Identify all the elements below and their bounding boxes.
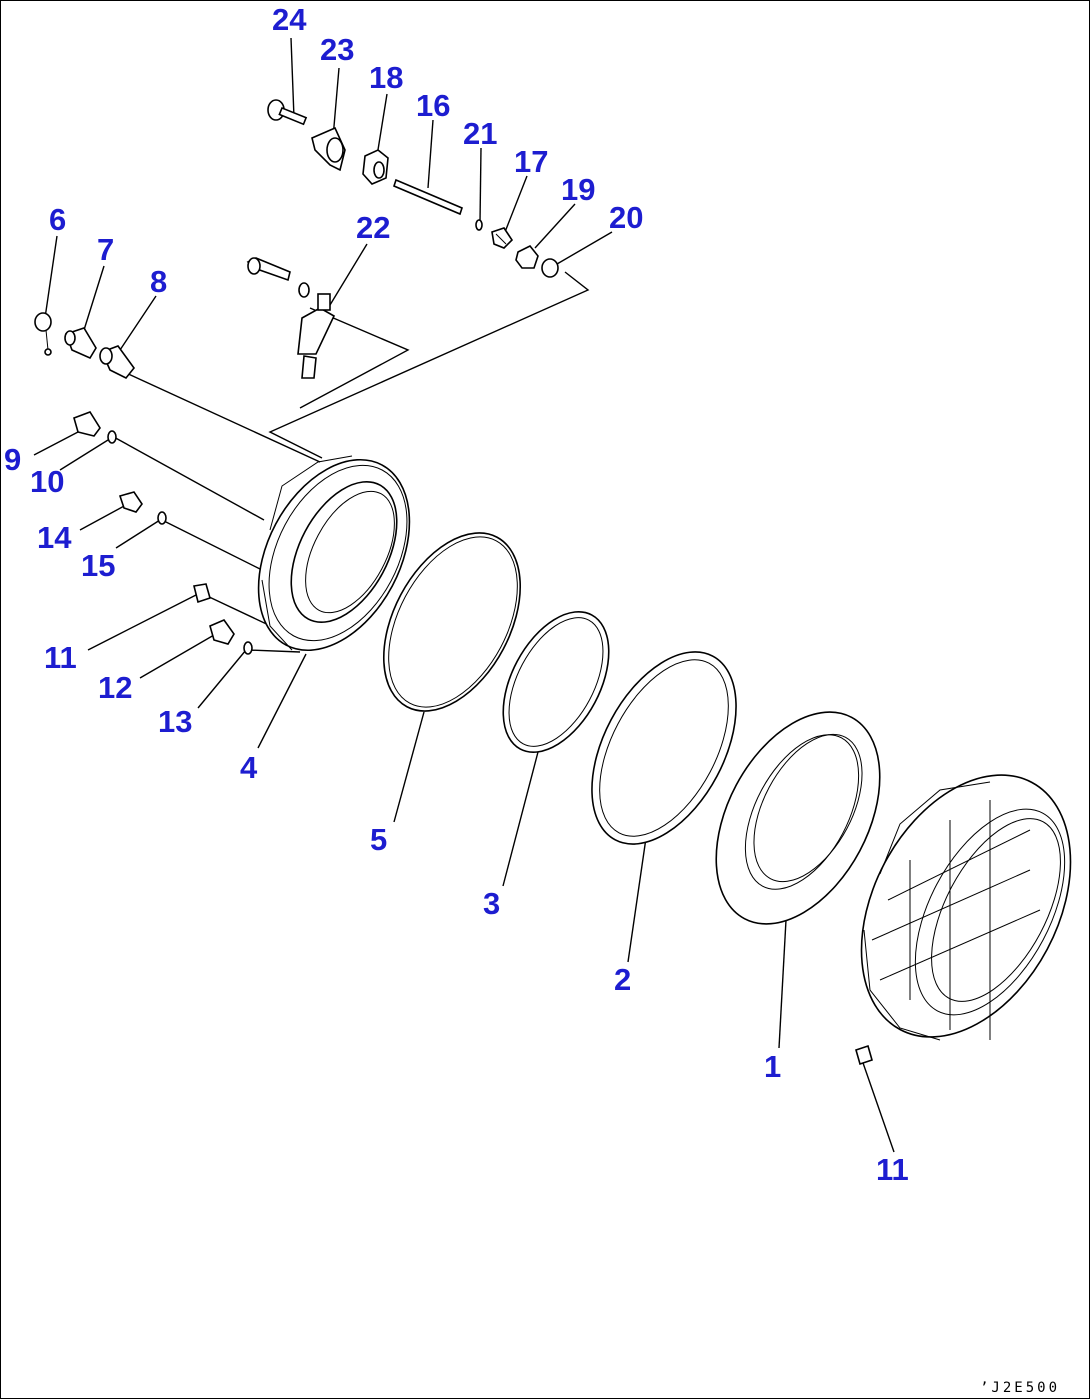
drum-housing	[860, 774, 1072, 1041]
callout-13: 13	[158, 704, 192, 739]
part-12-fitting	[209, 619, 235, 645]
part-14-plug	[118, 491, 143, 513]
part-8-fitting	[99, 345, 136, 380]
part-15-oring	[157, 511, 167, 525]
callout-6: 6	[49, 202, 66, 237]
callout-18: 18	[369, 60, 403, 95]
callout-2: 2	[614, 962, 631, 997]
part-1-disc	[715, 711, 881, 925]
callout-16: 16	[416, 88, 450, 123]
callout-8: 8	[150, 264, 167, 299]
part-10-oring	[107, 430, 117, 444]
callout-20: 20	[609, 200, 643, 235]
leader-lines	[33, 37, 895, 1153]
callout-11-lower: 11	[876, 1152, 909, 1187]
part-13-oring	[243, 641, 253, 655]
part-4-housing	[257, 455, 411, 652]
callout-1: 1	[764, 1049, 781, 1084]
part-9-plug	[73, 411, 101, 437]
part-17-fitting	[491, 227, 514, 249]
part-11-plug	[193, 583, 211, 604]
callout-21: 21	[463, 116, 497, 151]
part-19-nut	[515, 244, 539, 269]
drawing-code: ʼJ2E500	[980, 1380, 1060, 1396]
part-16-rod	[393, 178, 463, 216]
callout-24: 24	[272, 2, 307, 37]
callout-7: 7	[97, 232, 114, 267]
callout-9: 9	[4, 442, 21, 477]
part-24-bolt	[267, 99, 308, 126]
callout-10: 10	[30, 464, 64, 499]
callout-15: 15	[81, 548, 115, 583]
part-2-seal	[591, 651, 737, 845]
callout-19: 19	[561, 172, 595, 207]
part-20-washer	[541, 258, 559, 278]
part-18-nut	[362, 149, 389, 185]
callout-23: 23	[320, 32, 354, 67]
callout-17: 17	[514, 144, 548, 179]
part-3-ring	[502, 610, 610, 754]
callout-4: 4	[240, 750, 258, 785]
part-6-cap	[34, 312, 52, 356]
callout-labels: 24 23 18 16 21 17 19 20 6 7 8 22 9 10 14…	[4, 2, 909, 1187]
callout-5: 5	[370, 822, 387, 857]
part-7-elbow	[64, 327, 97, 360]
part-21-pin	[475, 219, 483, 231]
part-11-plug-lower	[855, 1044, 873, 1066]
part-5-oring	[382, 532, 522, 712]
part-23-bracket	[311, 126, 346, 172]
callout-12: 12	[98, 670, 132, 705]
callout-3: 3	[483, 886, 500, 921]
callout-14: 14	[37, 520, 72, 555]
callout-22: 22	[356, 210, 390, 245]
callout-11: 11	[44, 640, 77, 675]
part-22-cylinder	[246, 257, 336, 379]
